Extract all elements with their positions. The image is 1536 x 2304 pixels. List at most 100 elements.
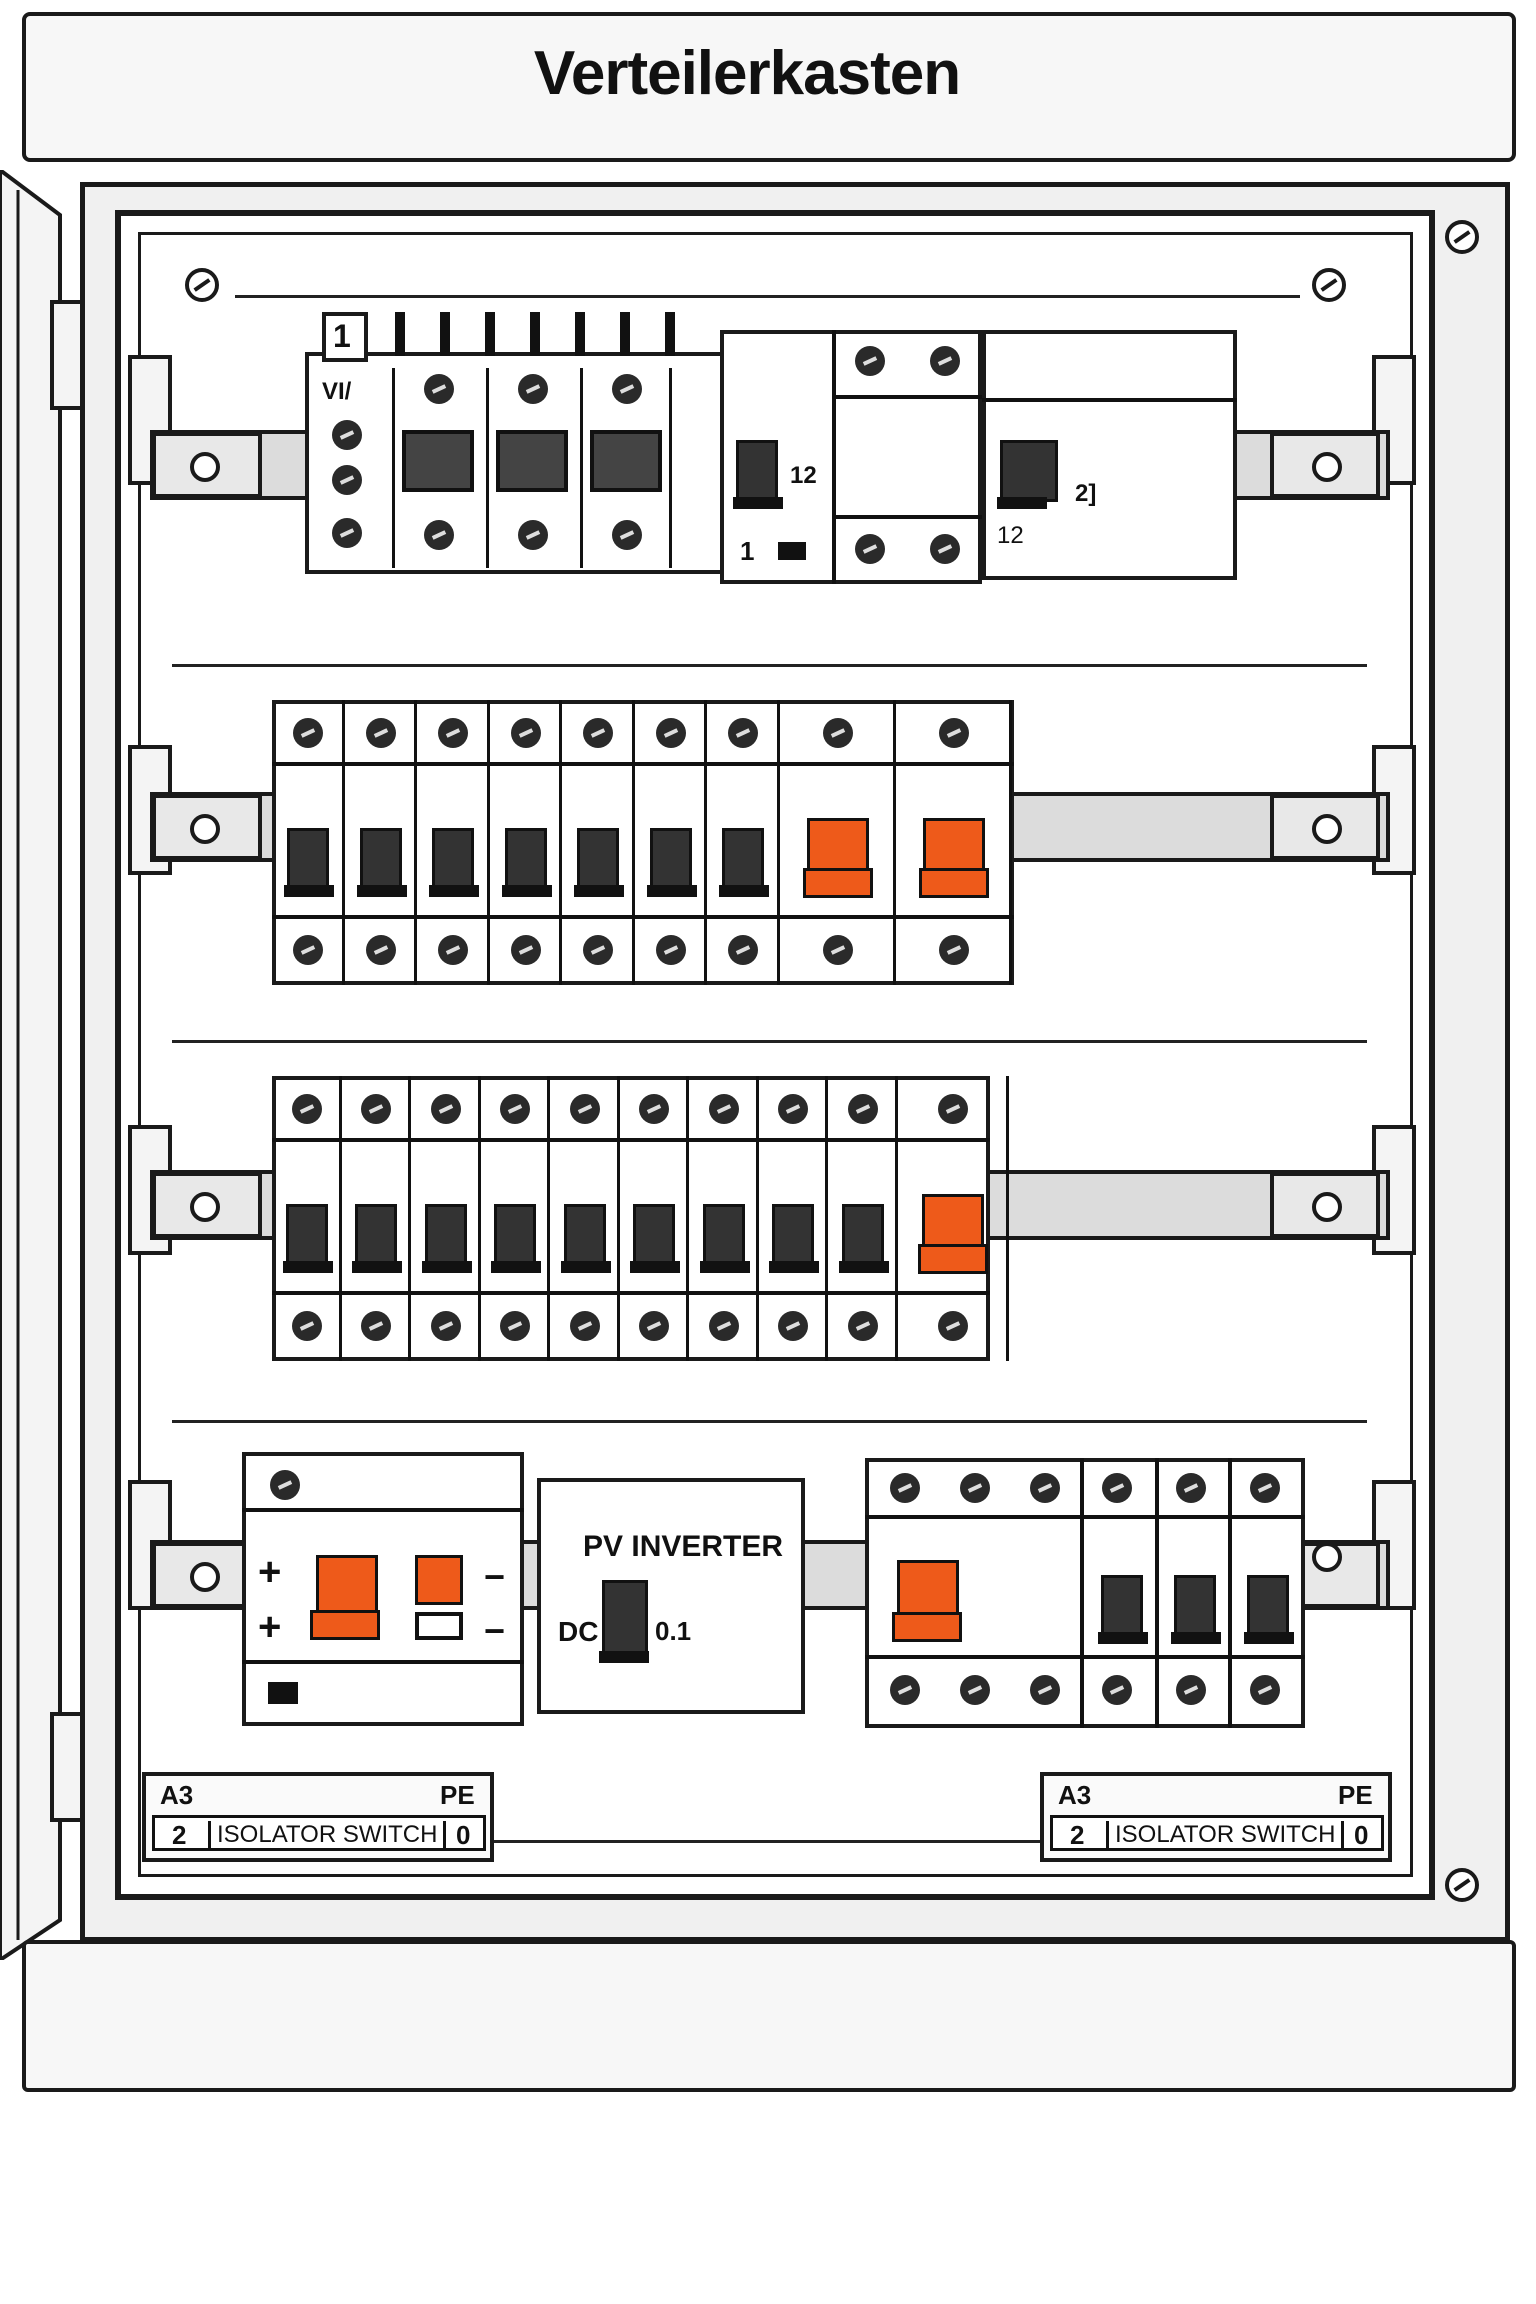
block-number-tag xyxy=(322,312,368,362)
breaker-toggle[interactable] xyxy=(1171,1575,1221,1644)
terminal-screw xyxy=(518,520,548,550)
isolator-pe: PE xyxy=(440,1780,475,1810)
mcb-toggle[interactable] xyxy=(491,1204,542,1273)
pv-inverter-label: PV INVERTER xyxy=(583,1530,784,1563)
minus-label: − xyxy=(484,1556,506,1597)
terminal-screw xyxy=(500,1094,531,1124)
terminal-screw xyxy=(855,534,885,564)
rcbo-toggle-base xyxy=(802,868,873,898)
terminal-screw xyxy=(778,1311,809,1341)
terminal-screw xyxy=(270,1470,300,1500)
plus-label: + xyxy=(258,1550,282,1594)
terminal-screw xyxy=(890,1473,920,1503)
rcbo-module xyxy=(896,700,1012,985)
terminal-screw xyxy=(822,718,853,748)
rail-end xyxy=(152,432,262,498)
mcb-toggle[interactable] xyxy=(574,828,625,897)
rcd-bot-band xyxy=(836,515,982,519)
block-mark: VI/ xyxy=(322,378,352,405)
connector-pins xyxy=(395,312,695,356)
terminal-screw xyxy=(1250,1473,1280,1503)
terminal-screw xyxy=(847,1094,878,1124)
mcb-toggle[interactable] xyxy=(630,1204,681,1273)
terminal-screw xyxy=(728,718,759,748)
dc-toggle-1[interactable] xyxy=(316,1555,378,1613)
rail-hole xyxy=(1312,452,1342,482)
terminal-screw xyxy=(890,1675,920,1705)
mcb-toggle[interactable] xyxy=(769,1204,820,1273)
terminal-screw xyxy=(822,935,853,965)
terminal-screw xyxy=(708,1311,739,1341)
pole-2[interactable] xyxy=(486,368,578,568)
rail-hole xyxy=(190,1562,220,1592)
terminal-screw xyxy=(361,1311,392,1341)
terminal-screw xyxy=(708,1094,739,1124)
mcb-toggle[interactable] xyxy=(838,1204,889,1273)
terminal-screw xyxy=(1030,1675,1060,1705)
terminal-screw xyxy=(583,718,614,748)
dc-toggle-1-base xyxy=(310,1610,380,1640)
rcbo-toggle[interactable] xyxy=(922,818,985,876)
rcd-left-number: 12 xyxy=(790,462,817,489)
mcb-toggle[interactable] xyxy=(421,1204,472,1273)
mcb-toggle[interactable] xyxy=(429,828,480,897)
breaker-toggle[interactable] xyxy=(1098,1575,1148,1644)
breaker-band xyxy=(272,1291,990,1295)
rcd-right-mark: 2] xyxy=(1075,480,1097,507)
rcd-right-toggle[interactable] xyxy=(997,440,1058,509)
terminal-screw xyxy=(938,718,969,748)
terminal-screw xyxy=(1176,1675,1206,1705)
divider xyxy=(235,295,1300,298)
mcb-toggle[interactable] xyxy=(560,1204,611,1273)
breaker-band xyxy=(272,915,1014,919)
rail-hole xyxy=(1312,1192,1342,1222)
mcb-toggle[interactable] xyxy=(699,1204,750,1273)
plus-label: + xyxy=(258,1605,282,1649)
page-title: Verteilerkasten xyxy=(533,39,961,108)
mcb-toggle[interactable] xyxy=(282,1204,333,1273)
dc-toggle-2[interactable] xyxy=(415,1555,463,1605)
isolator-row xyxy=(152,1815,486,1851)
terminal-screw xyxy=(291,1094,322,1124)
rcbo-toggle[interactable] xyxy=(806,818,869,876)
mcb-toggle[interactable] xyxy=(356,828,407,897)
pole-window xyxy=(402,430,474,492)
rcd-left-bottom-label: 1 xyxy=(740,536,755,566)
mcb-toggle[interactable] xyxy=(284,828,335,897)
terminal-screw xyxy=(1250,1675,1280,1705)
terminal-screw xyxy=(365,935,396,965)
rcbo-toggle[interactable] xyxy=(897,1560,959,1618)
isolator-label[interactable]: ISOLATOR SWITCH xyxy=(208,1821,447,1849)
mcb-toggle[interactable] xyxy=(646,828,697,897)
terminal-screw xyxy=(612,520,642,550)
mcb-toggle[interactable] xyxy=(719,828,770,897)
rcd-toggle[interactable] xyxy=(733,440,783,509)
mcb-toggle[interactable] xyxy=(352,1204,403,1273)
mcb-module xyxy=(635,700,707,985)
row4-divider xyxy=(1080,1458,1084,1728)
pole-3[interactable] xyxy=(580,368,672,568)
screw-icon xyxy=(1445,1868,1479,1902)
pv-toggle[interactable] xyxy=(599,1580,649,1663)
mcb-toggle[interactable] xyxy=(501,828,552,897)
mcb-module xyxy=(550,1076,620,1361)
mcb-module xyxy=(342,1076,411,1361)
isolator-num: 2 xyxy=(172,1820,187,1850)
terminal-screw xyxy=(778,1094,809,1124)
breaker-band xyxy=(272,1138,990,1142)
terminal-screw xyxy=(332,465,362,495)
breaker-group-row-3 xyxy=(272,1076,1009,1361)
rail-hole xyxy=(1312,1542,1342,1572)
terminal-screw xyxy=(365,718,396,748)
mcb-module xyxy=(345,700,417,985)
row4-divider xyxy=(1155,1458,1159,1728)
terminal-screw xyxy=(424,520,454,550)
rcbo-module xyxy=(898,1076,1009,1361)
screw-icon xyxy=(1312,268,1346,302)
isolator-label[interactable]: ISOLATOR SWITCH xyxy=(1106,1821,1345,1849)
row4-band xyxy=(865,1515,1305,1519)
rcd-right-top-band xyxy=(982,398,1237,402)
pole-1[interactable] xyxy=(392,368,484,568)
breaker-toggle[interactable] xyxy=(1244,1575,1294,1644)
row4-divider xyxy=(1228,1458,1232,1728)
